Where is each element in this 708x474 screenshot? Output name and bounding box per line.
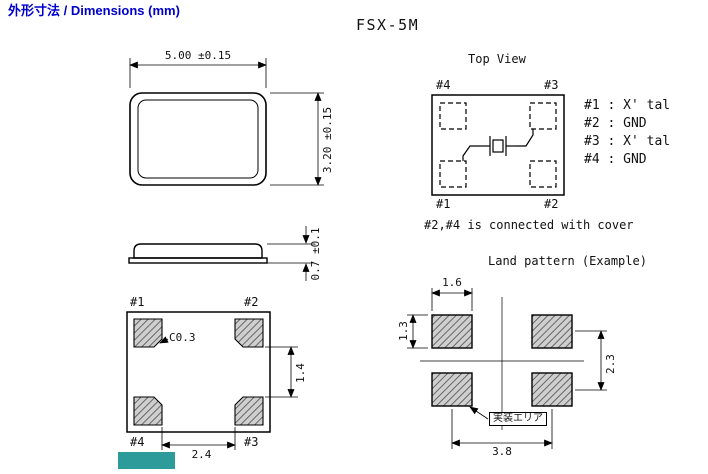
dim-land-pad-width: 1.6 (442, 276, 462, 289)
bottom-pad-label-2: #2 (244, 295, 259, 309)
mounting-area-label: 実装エリア (489, 412, 547, 426)
land-pattern-centerlines (420, 297, 584, 430)
bottom-view-pads (133, 318, 264, 426)
dim-land-pitch-y: 2.3 (604, 354, 617, 374)
crystal-symbol (462, 129, 534, 161)
side-view-dimensions (267, 226, 314, 281)
top-view-pad-label-2: #2 (544, 197, 559, 211)
bottom-view-outline (126, 311, 271, 433)
dim-front-width: 5.00 ±0.15 (164, 49, 232, 62)
bottom-pad-label-4: #4 (130, 435, 145, 449)
bottom-view-dimensions (159, 336, 298, 450)
land-pattern-pads (431, 314, 573, 407)
top-view-title: Top View (468, 52, 526, 66)
cover-note: #2,#4 is connected with cover (424, 218, 634, 232)
top-view-pad-label-4: #4 (436, 78, 451, 92)
logo-badge (118, 452, 175, 469)
top-view-outline (431, 94, 565, 196)
bottom-pad-label-1: #1 (130, 295, 145, 309)
top-view-pad-label-3: #3 (544, 78, 559, 92)
front-view-outline (129, 92, 267, 186)
front-view-dimensions (129, 58, 324, 186)
chamfer-note: C0.3 (169, 331, 196, 344)
dim-bottom-gap-y: 1.4 (294, 363, 307, 383)
dim-front-height: 3.20 ±0.15 (321, 106, 334, 174)
dim-bottom-gap-x: 2.4 (191, 448, 212, 461)
land-pattern-title: Land pattern (Example) (488, 254, 647, 268)
side-view-outline (128, 243, 268, 264)
top-view-pad-label-1: #1 (436, 197, 451, 211)
dim-land-pad-height: 1.3 (397, 321, 410, 341)
part-number-title: FSX-5M (356, 16, 420, 34)
top-view-pads (439, 102, 557, 188)
land-pattern-dimensions (407, 288, 607, 449)
bottom-pad-label-3: #3 (244, 435, 259, 449)
pin-row-4: #4 : GND (584, 152, 647, 167)
page-header-title: 外形寸法 / Dimensions (mm) (8, 3, 180, 18)
pin-row-2: #2 : GND (584, 116, 647, 131)
pin-row-1: #1 : X' tal (584, 98, 671, 113)
dim-side-thickness: 0.7 ±0.1 (309, 227, 322, 281)
dim-land-pitch-x: 3.8 (492, 445, 512, 458)
pin-row-3: #3 : X' tal (584, 134, 671, 149)
